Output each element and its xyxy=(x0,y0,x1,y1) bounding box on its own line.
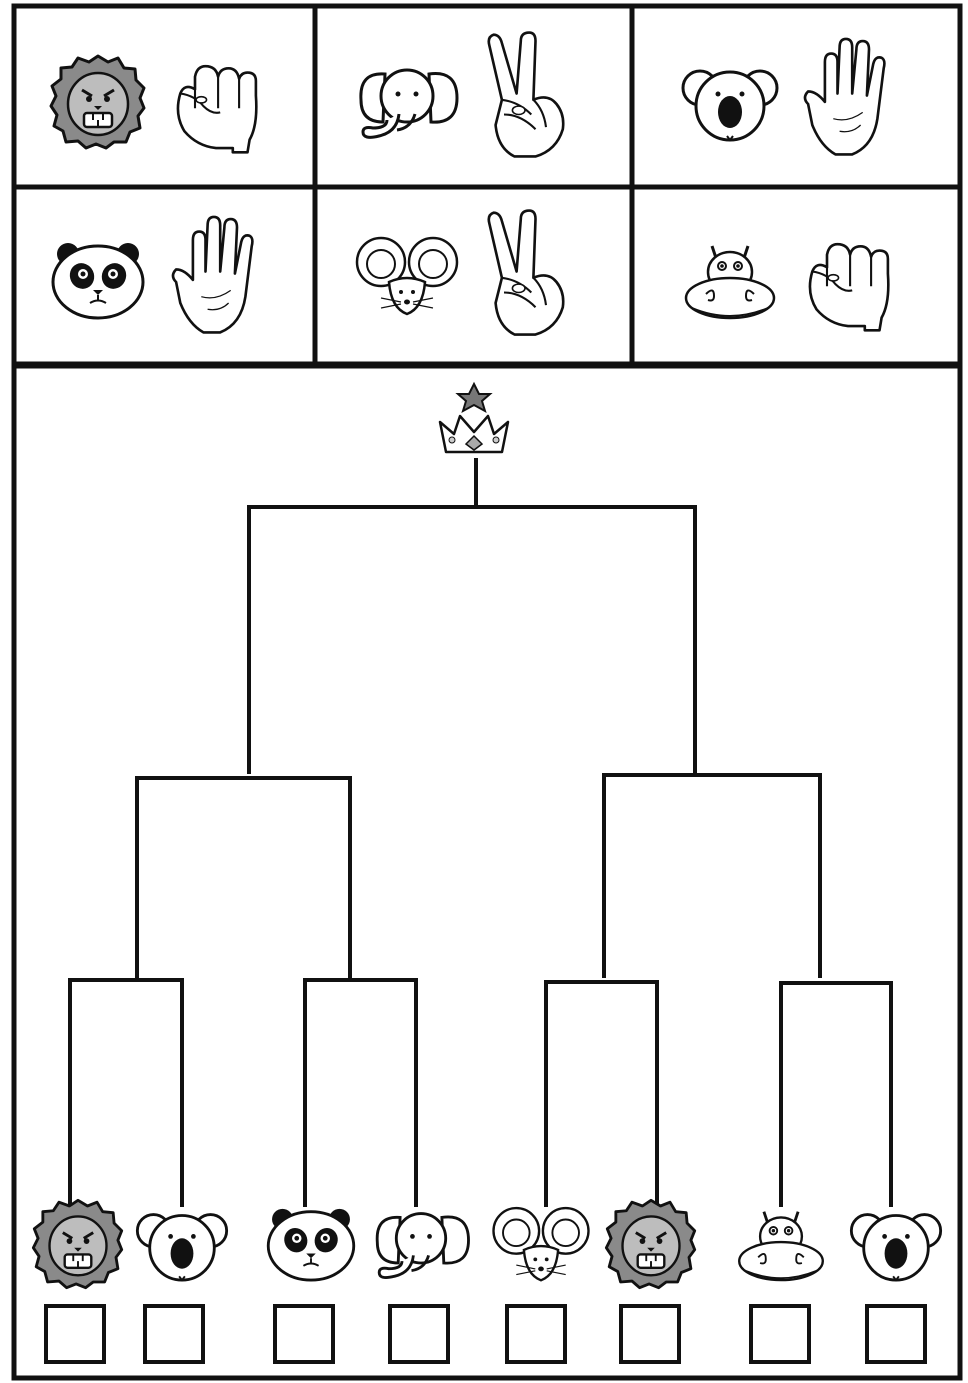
koala-icon xyxy=(683,71,777,140)
koala-icon xyxy=(851,1215,940,1281)
mouse-icon xyxy=(494,1208,589,1280)
answer-box[interactable] xyxy=(275,1306,333,1362)
scissors-peace-icon xyxy=(489,211,563,335)
elephant-icon xyxy=(361,70,457,137)
panda-icon xyxy=(268,1209,354,1280)
answer-box[interactable] xyxy=(621,1306,679,1362)
rock-fist-icon xyxy=(178,66,256,152)
scissors-peace-icon xyxy=(489,33,563,157)
bracket-lines xyxy=(70,460,891,1205)
mouse-icon xyxy=(357,238,457,314)
legend-cell xyxy=(53,217,252,332)
legend-cell xyxy=(686,244,888,330)
answer-box[interactable] xyxy=(507,1306,565,1362)
elephant-icon xyxy=(377,1214,468,1278)
lion-icon xyxy=(606,1200,694,1287)
lion-icon xyxy=(51,56,144,148)
answer-box[interactable] xyxy=(751,1306,809,1362)
legend-cell xyxy=(357,211,563,335)
crown-icon xyxy=(440,384,508,452)
answer-box[interactable] xyxy=(46,1306,104,1362)
legend-cell xyxy=(361,33,563,157)
rock-fist-icon xyxy=(810,244,888,330)
answer-box[interactable] xyxy=(145,1306,203,1362)
answer-box[interactable] xyxy=(390,1306,448,1362)
paper-open-hand-icon xyxy=(805,39,884,154)
legend-cell xyxy=(683,39,884,154)
lion-icon xyxy=(33,1200,121,1287)
koala-icon xyxy=(137,1215,226,1281)
panda-icon xyxy=(53,243,143,318)
paper-open-hand-icon xyxy=(173,217,252,332)
legend-cell xyxy=(51,56,256,152)
hippo-icon xyxy=(686,246,774,318)
answer-box[interactable] xyxy=(867,1306,925,1362)
hippo-icon xyxy=(739,1212,823,1280)
